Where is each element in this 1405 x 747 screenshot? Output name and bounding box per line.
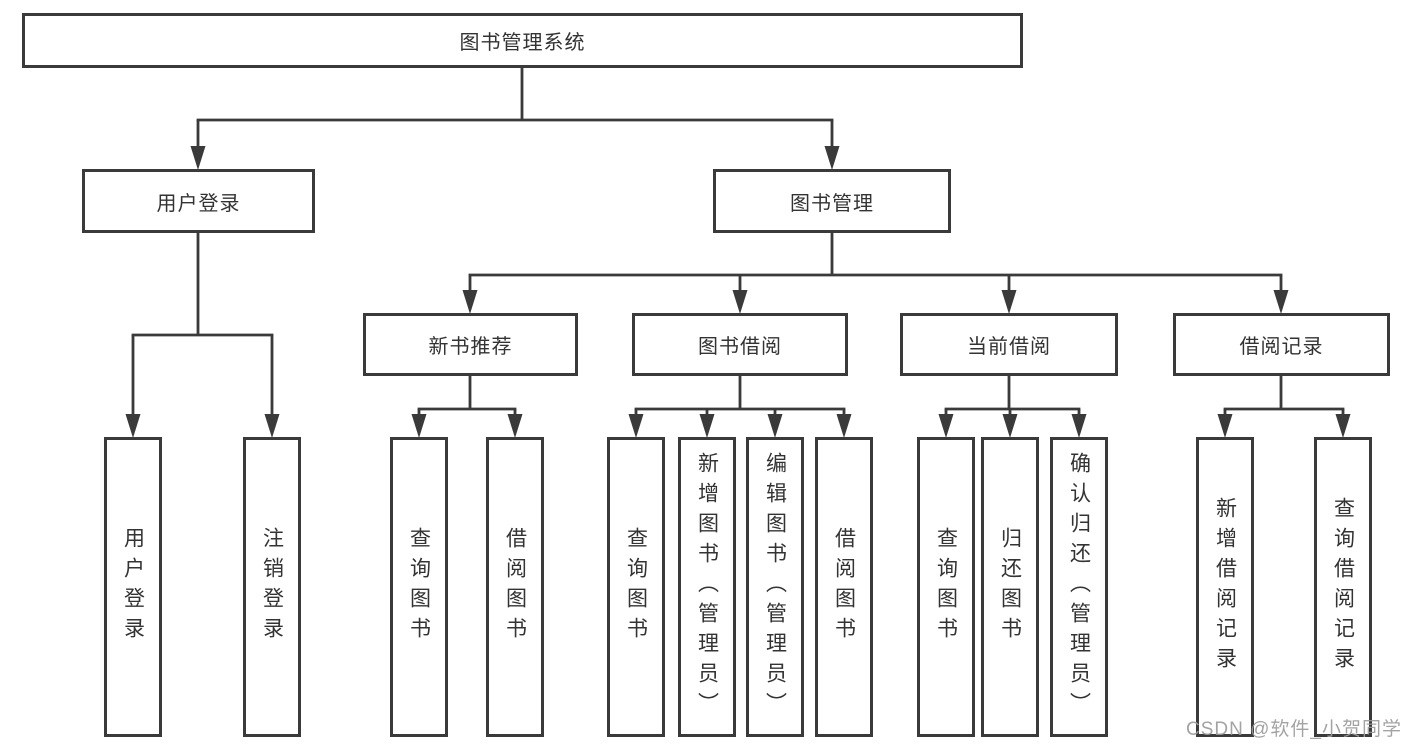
leaf-logout-login: 注销登录 [243, 437, 301, 737]
leaf-query-borrow-record-label: 查询借阅记录 [1331, 497, 1355, 677]
node-new-book-recommend: 新书推荐 [363, 313, 578, 376]
node-current-borrow: 当前借阅 [900, 313, 1118, 376]
node-book-borrow-label: 图书借阅 [698, 336, 782, 358]
node-borrow-records: 借阅记录 [1173, 313, 1390, 376]
node-user-login: 用户登录 [82, 169, 315, 233]
leaf-add-borrow-record: 新增借阅记录 [1196, 437, 1254, 737]
leaf-query-books-recommend-label: 查询图书 [407, 527, 431, 647]
leaf-query-books-recommend: 查询图书 [390, 437, 448, 737]
leaf-query-books-borrow-label: 查询图书 [624, 527, 648, 647]
node-book-management: 图书管理 [713, 169, 951, 233]
leaf-borrow-books-recommend: 借阅图书 [486, 437, 544, 737]
leaf-return-books: 归还图书 [981, 437, 1039, 737]
node-book-management-label: 图书管理 [790, 192, 874, 215]
node-new-book-recommend-label: 新书推荐 [428, 336, 513, 358]
leaf-query-books-current-label: 查询图书 [934, 527, 958, 647]
leaf-query-books-borrow: 查询图书 [607, 437, 665, 737]
leaf-add-borrow-record-label: 新增借阅记录 [1213, 497, 1237, 677]
leaf-query-books-current: 查询图书 [917, 437, 975, 737]
leaf-user-login: 用户登录 [104, 437, 162, 737]
leaf-confirm-return-admin-label: 确认归还（管理员） [1067, 452, 1091, 722]
leaf-borrow-books-recommend-label: 借阅图书 [503, 527, 527, 647]
node-root-label: 图书管理系统 [459, 32, 586, 54]
node-user-login-label: 用户登录 [156, 192, 241, 215]
leaf-add-books-admin-label: 新增图书（管理员） [695, 452, 719, 722]
node-root-library-system: 图书管理系统 [22, 13, 1023, 68]
leaf-query-borrow-record: 查询借阅记录 [1314, 437, 1372, 737]
leaf-add-books-admin: 新增图书（管理员） [678, 437, 736, 737]
leaf-borrow-books: 借阅图书 [815, 437, 873, 737]
leaf-edit-books-admin-label: 编辑图书（管理员） [763, 452, 787, 722]
node-borrow-records-label: 借阅记录 [1239, 336, 1324, 358]
leaf-confirm-return-admin: 确认归还（管理员） [1050, 437, 1108, 737]
leaf-borrow-books-label: 借阅图书 [832, 527, 856, 647]
leaf-edit-books-admin: 编辑图书（管理员） [746, 437, 804, 737]
leaf-logout-login-label: 注销登录 [260, 527, 284, 647]
leaf-user-login-label: 用户登录 [121, 527, 145, 647]
arrowheads [125, 146, 1351, 438]
leaf-return-books-label: 归还图书 [998, 527, 1022, 647]
csdn-watermark: CSDN @软件_小贺同学 [1186, 719, 1402, 740]
node-book-borrow: 图书借阅 [632, 313, 848, 376]
node-current-borrow-label: 当前借阅 [967, 336, 1051, 358]
